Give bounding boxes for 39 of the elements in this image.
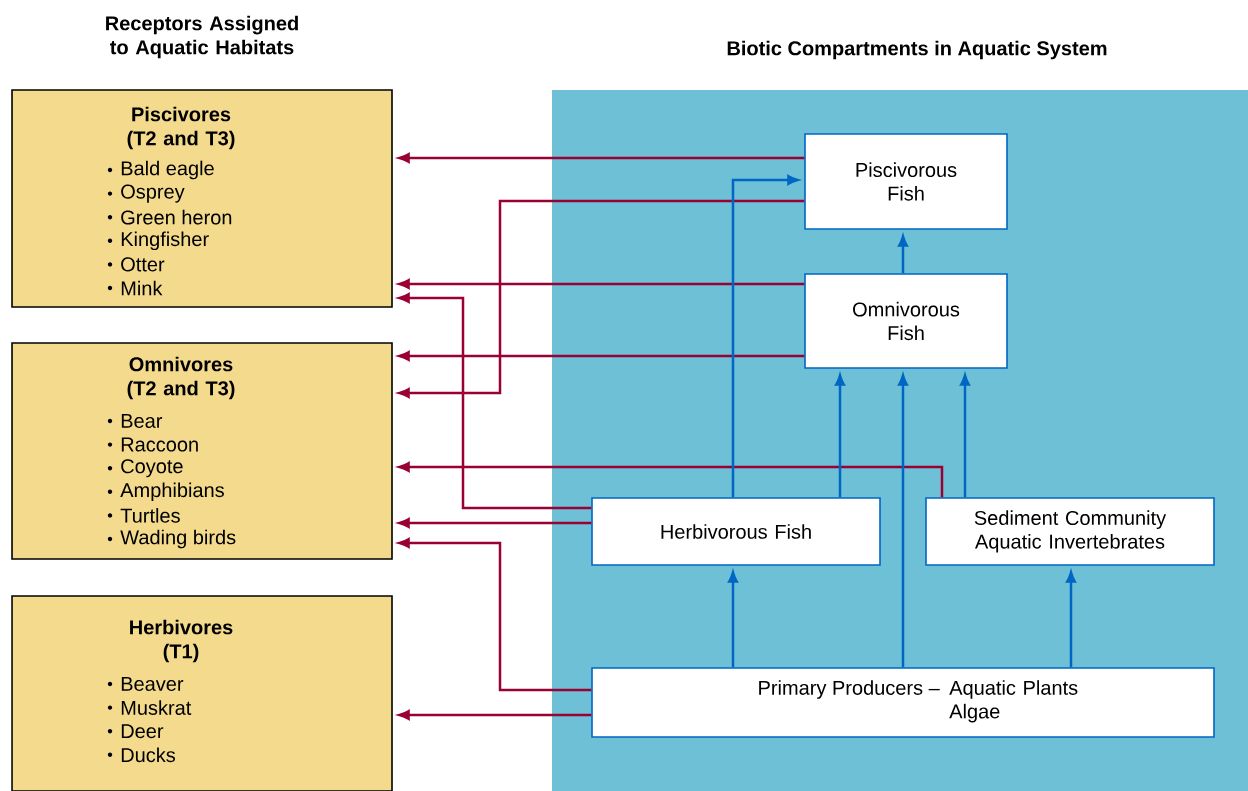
column-heading: Receptors Assigned to Aquatic Habitats xyxy=(106,15,298,59)
list-item: Osprey xyxy=(121,184,185,203)
panel-heading: Biotic Compartments in Aquatic System xyxy=(727,40,1107,60)
list-item: Bear xyxy=(121,414,163,428)
arrow xyxy=(398,538,592,692)
arrow xyxy=(398,518,592,528)
list-item: Deer xyxy=(121,724,164,739)
arrow xyxy=(398,153,805,163)
list-item: Coyote xyxy=(121,459,183,478)
list-item: Mink xyxy=(121,280,163,296)
arrow xyxy=(398,710,592,720)
arrow xyxy=(398,279,805,289)
compartment-box: Primary Producers – Aquatic Plants Algae xyxy=(591,667,1215,738)
arrow xyxy=(398,293,592,510)
list-item: Green heron xyxy=(121,209,232,225)
list-item: Beaver xyxy=(121,677,184,691)
compartment-box: Sediment Community Aquatic Invertebrates xyxy=(925,497,1215,566)
arrow xyxy=(1066,571,1076,668)
list-item: Raccoon xyxy=(121,437,198,452)
arrow xyxy=(898,235,908,274)
list-item: Kingfisher xyxy=(121,231,209,251)
arrow xyxy=(731,175,799,498)
list-item: Amphibians xyxy=(120,482,224,502)
arrow xyxy=(898,374,908,668)
arrow xyxy=(398,351,805,361)
arrow xyxy=(398,462,944,498)
list-item: Wading birds xyxy=(120,529,236,549)
compartment-box: Omnivorous Fish xyxy=(804,273,1008,369)
list-item: Otter xyxy=(121,257,165,272)
arrow xyxy=(835,374,845,498)
list-item: Bald eagle xyxy=(121,160,214,180)
arrow xyxy=(728,571,738,668)
list-item: Turtles xyxy=(120,508,180,523)
arrow xyxy=(398,199,805,398)
compartment-box: Piscivorous Fish xyxy=(804,133,1008,230)
arrow xyxy=(960,374,970,498)
compartment-box: Herbivorous Fish xyxy=(591,497,881,566)
list-item: Muskrat xyxy=(121,700,192,715)
list-item: Ducks xyxy=(121,747,176,763)
